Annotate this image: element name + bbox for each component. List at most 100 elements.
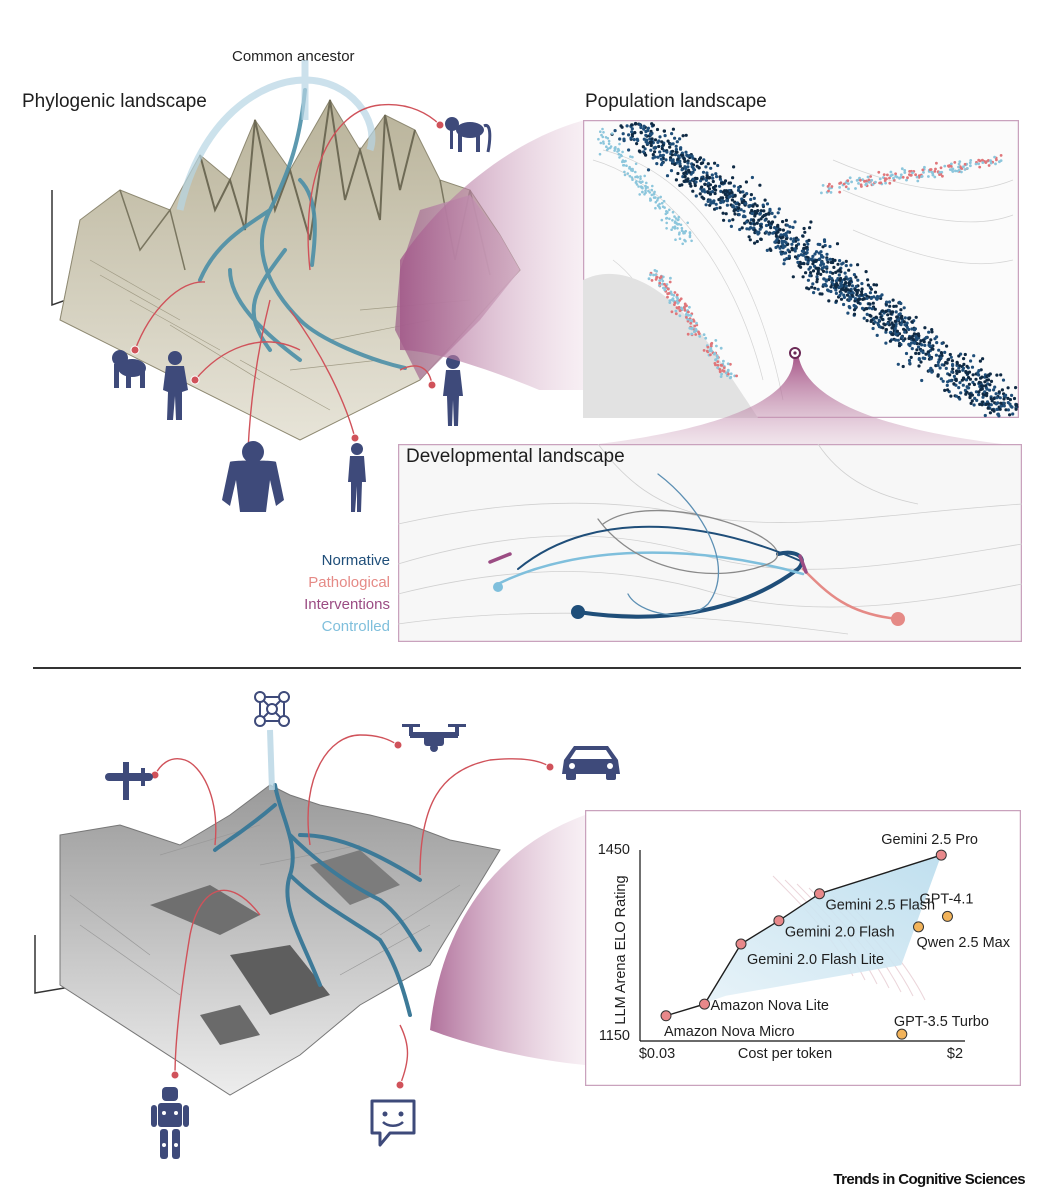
population-dot	[750, 211, 754, 216]
population-dot	[930, 347, 934, 351]
population-dot	[713, 161, 717, 165]
population-dot	[609, 145, 613, 148]
population-dot	[697, 166, 701, 170]
population-dot	[873, 307, 877, 311]
point-gemini-2-0-flash	[773, 915, 785, 927]
population-dot	[680, 168, 684, 172]
population-dot	[714, 202, 718, 206]
population-dot	[722, 218, 726, 222]
population-dot	[685, 153, 689, 157]
baboon-icon	[112, 350, 146, 388]
population-dot	[757, 230, 761, 234]
population-dot	[978, 402, 982, 406]
population-dot	[949, 165, 953, 168]
population-dot	[733, 194, 737, 198]
population-dot	[642, 137, 646, 141]
population-dot	[890, 173, 894, 177]
population-dot	[930, 330, 934, 334]
population-dot	[999, 401, 1003, 405]
chatbot-icon	[370, 1099, 416, 1147]
population-dot	[699, 179, 703, 183]
population-dot	[709, 166, 713, 170]
population-dot	[895, 175, 899, 179]
population-dot	[721, 369, 724, 372]
population-dot	[647, 277, 651, 281]
population-dot	[870, 178, 874, 182]
population-dot	[806, 260, 810, 264]
y-tick-1150: 1150	[599, 1028, 630, 1044]
population-dot	[831, 271, 835, 275]
population-dot	[651, 123, 655, 127]
population-dot	[838, 259, 842, 263]
population-dot	[829, 285, 833, 289]
population-dot	[964, 370, 968, 374]
population-dot	[721, 211, 725, 215]
population-dot	[713, 191, 717, 196]
population-dot	[1010, 405, 1014, 409]
population-dot	[970, 393, 974, 397]
population-dot	[984, 160, 988, 164]
population-dot	[639, 177, 642, 180]
population-dot	[960, 170, 963, 174]
population-dot	[680, 183, 684, 187]
population-dot	[613, 129, 617, 133]
population-dot	[625, 164, 628, 167]
population-dot	[818, 292, 822, 296]
population-dot	[998, 396, 1002, 400]
population-dot	[717, 198, 721, 202]
population-dot	[671, 149, 675, 153]
population-dot	[711, 190, 715, 194]
population-dot	[668, 158, 673, 162]
population-dot	[1010, 393, 1014, 397]
population-dot	[796, 254, 801, 258]
population-dot	[889, 170, 893, 174]
population-dot	[967, 370, 972, 374]
population-dot	[999, 154, 1003, 157]
population-dot	[685, 304, 688, 308]
population-dot	[668, 208, 671, 212]
population-dot	[767, 232, 771, 236]
population-dot	[703, 182, 707, 186]
population-dot	[732, 205, 736, 209]
population-dot	[716, 363, 720, 367]
population-dot	[726, 362, 730, 366]
population-dot	[849, 263, 853, 267]
trajectory-legend: Normative Pathological Interventions Con…	[250, 550, 390, 638]
population-dot	[599, 141, 603, 145]
population-dot	[808, 257, 812, 261]
population-dot	[894, 304, 898, 308]
population-dot	[698, 192, 702, 196]
population-dot	[966, 386, 970, 390]
population-dot	[799, 262, 803, 266]
population-dot	[759, 237, 763, 241]
population-dot	[621, 150, 624, 154]
population-dot	[1004, 408, 1008, 412]
population-dot	[713, 352, 717, 355]
population-dot	[783, 244, 787, 248]
population-dot	[995, 396, 999, 400]
population-dot	[796, 260, 800, 264]
population-dot	[868, 180, 871, 184]
population-dot	[704, 203, 708, 207]
population-dot	[834, 299, 838, 303]
population-dot	[899, 308, 903, 312]
population-dot	[874, 283, 879, 287]
population-dot	[740, 200, 744, 205]
population-dot	[1006, 386, 1010, 390]
population-dot	[967, 382, 971, 386]
population-dot	[759, 224, 763, 228]
population-dot	[847, 182, 850, 185]
population-dot	[720, 364, 724, 367]
population-dot	[784, 241, 788, 245]
population-dot	[988, 388, 992, 392]
population-dot	[654, 278, 658, 281]
population-dot	[835, 242, 840, 246]
population-dot	[957, 386, 961, 390]
population-dot	[907, 342, 911, 346]
population-dot	[677, 305, 681, 309]
population-dot	[963, 352, 967, 357]
population-dot	[906, 176, 909, 180]
population-dot	[935, 161, 938, 165]
population-dot	[659, 195, 662, 199]
population-dot	[651, 184, 654, 188]
